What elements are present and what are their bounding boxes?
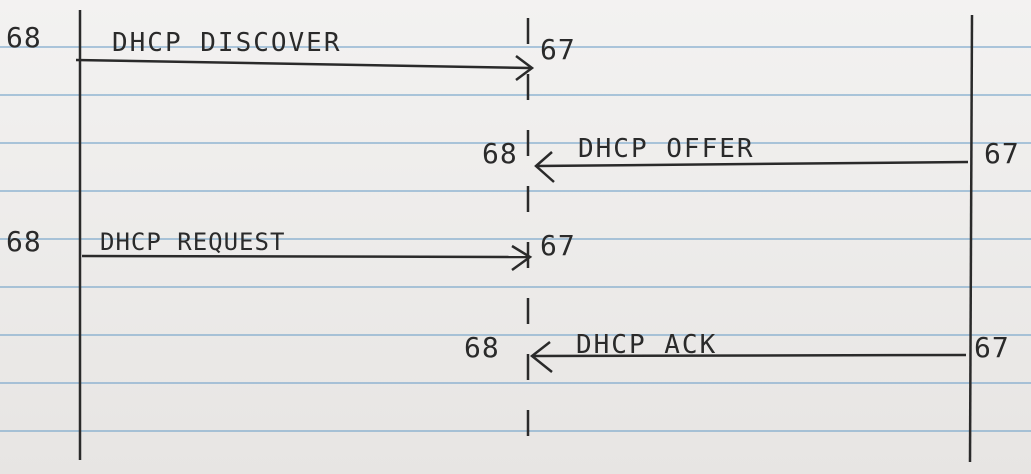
message-label-offer: DHCP OFFER — [578, 134, 755, 164]
message-arrow-discover — [75, 55, 535, 81]
message-arrow-ack — [529, 341, 967, 373]
dest-port-ack: 68 — [464, 331, 500, 364]
dest-port-request: 67 — [540, 229, 576, 262]
message-label-ack: DHCP ACK — [576, 330, 718, 360]
dest-port-discover: 67 — [540, 33, 576, 66]
source-port-discover: 68 — [6, 21, 42, 54]
dest-port-offer: 68 — [482, 137, 518, 170]
source-port-ack: 67 — [974, 331, 1010, 364]
source-port-offer: 67 — [984, 137, 1020, 170]
server-lifeline — [968, 14, 974, 463]
source-port-request: 68 — [6, 225, 42, 258]
message-label-request: DHCP REQUEST — [100, 228, 286, 256]
message-label-discover: DHCP DISCOVER — [112, 28, 342, 58]
message-arrow-offer — [534, 151, 969, 183]
message-arrow-request — [81, 244, 533, 272]
